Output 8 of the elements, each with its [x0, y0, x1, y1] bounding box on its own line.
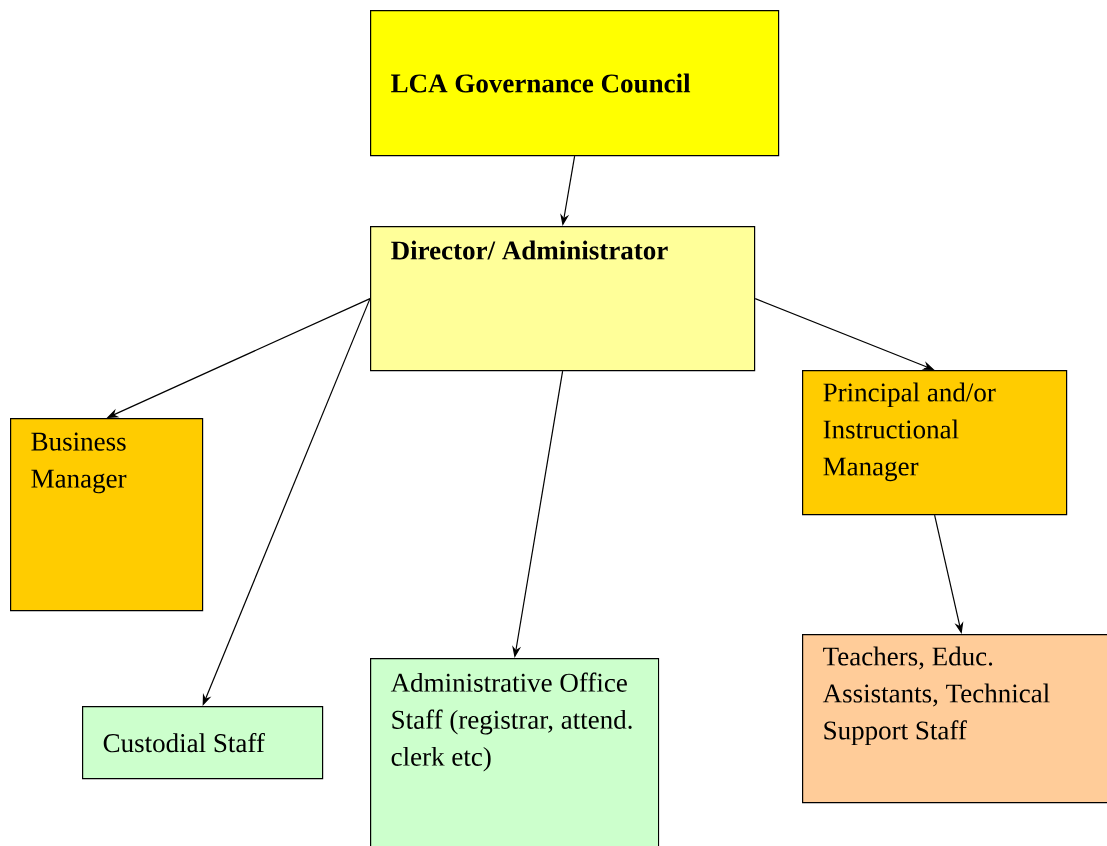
org-box: Administrative Office Staff (registrar, attend. clerk etc) [370, 658, 660, 846]
arrow [202, 298, 371, 706]
org-box: Business Manager [10, 418, 204, 612]
org-box: Director/ Administrator [370, 226, 756, 372]
org-box: LCA Governance Council [370, 10, 780, 157]
org-box: Principal and/or Instructional Manager [802, 370, 1068, 516]
org-box: Custodial Staff [82, 706, 324, 780]
org-box: Teachers, Educ. Assistants, Technical Support Staff [802, 634, 1107, 804]
